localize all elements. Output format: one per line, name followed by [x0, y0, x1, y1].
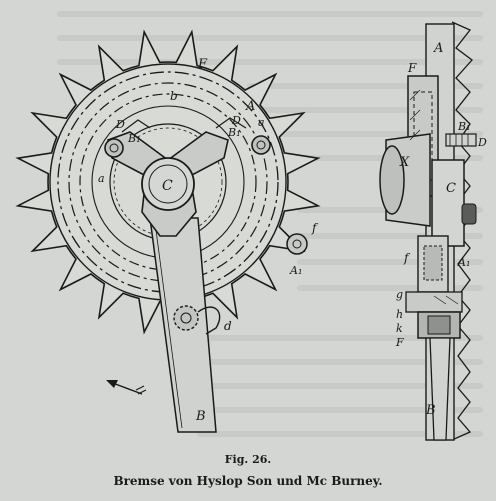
label-B-bottom: B	[195, 409, 206, 424]
side-label-k: k	[396, 322, 403, 335]
hub	[141, 157, 195, 211]
side-lower-plate	[405, 291, 463, 313]
spring-d	[197, 306, 221, 335]
side-axle	[379, 145, 405, 215]
label-f: f	[311, 221, 319, 235]
front-view: F b A D B₁ a D B₁ a C f A₁ d B	[15, 29, 321, 433]
label-d: d	[224, 319, 232, 333]
bolt-left	[104, 138, 124, 158]
link-right	[215, 117, 247, 129]
crank-arm-edge	[155, 229, 183, 429]
brake-technical-drawing: F b A D B₁ a D B₁ a C f A₁ d B	[15, 21, 487, 441]
side-label-h: h	[396, 308, 403, 321]
side-label-F: F	[407, 61, 417, 75]
label-C: C	[162, 178, 173, 194]
rotation-arrow	[106, 380, 147, 395]
side-label-D: D	[477, 136, 487, 149]
side-label-X: X	[399, 155, 410, 170]
bolt-right	[251, 135, 271, 155]
label-A: A	[245, 99, 255, 114]
side-section-view: A F B₁ D X C f A₁ g h k F B	[379, 21, 487, 441]
hub-inner	[148, 164, 188, 204]
side-hatching	[409, 89, 459, 305]
label-B1-right: B₁	[227, 126, 241, 139]
label-a-left: a	[98, 172, 105, 185]
side-hub-detail	[461, 203, 477, 225]
side-label-A1: A₁	[457, 256, 470, 269]
label-A1: A₁	[289, 264, 302, 277]
figure-number: Fig. 26.	[224, 453, 272, 466]
side-label-B1: B₁	[457, 120, 471, 133]
figure-caption: Bremse von Hyslop Son und Mc Burney.	[113, 474, 383, 488]
label-D-left: D	[115, 118, 125, 131]
side-screw	[445, 133, 477, 147]
pawl-stud	[286, 233, 308, 255]
side-label-C: C	[446, 181, 456, 196]
side-label-A: A	[433, 41, 443, 56]
label-D-right: D	[231, 114, 241, 127]
side-label-B: B	[425, 403, 436, 418]
side-pawl-bolt	[423, 245, 443, 281]
label-F-top: F	[197, 57, 208, 72]
side-bottom-bolt	[417, 311, 461, 339]
lower-pivot	[173, 305, 199, 331]
side-label-f: f	[403, 251, 411, 265]
brake-circle-outer	[57, 71, 279, 293]
label-b: b	[170, 89, 178, 103]
side-label-g: g	[396, 288, 403, 301]
side-crank-lower	[429, 337, 451, 441]
label-a-right: a	[258, 116, 265, 129]
side-hub	[431, 159, 465, 247]
brake-band-circle	[79, 93, 257, 271]
side-label-F2: F	[395, 336, 404, 349]
label-B1-left: B₁	[127, 132, 141, 145]
link-left	[121, 119, 151, 133]
